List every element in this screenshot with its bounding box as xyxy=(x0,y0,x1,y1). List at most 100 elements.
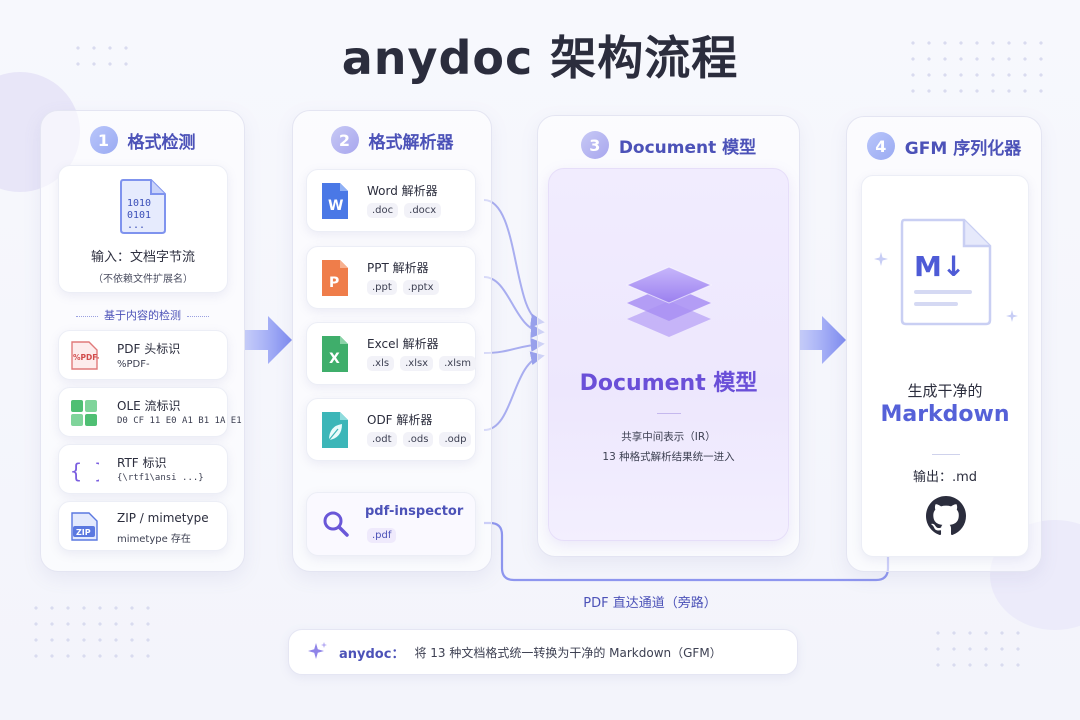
extension-tag: .xlsx xyxy=(400,356,434,371)
step-title: GFM 序列化器 xyxy=(904,138,1022,159)
github-icon[interactable] xyxy=(926,496,966,536)
decor-dots xyxy=(28,600,158,660)
svg-text:W: W xyxy=(328,198,343,214)
parser-title: Word 解析器 xyxy=(367,184,438,198)
svg-text:{ }: { } xyxy=(70,459,99,483)
extension-tags: .odt .ods .odp xyxy=(367,432,472,447)
step-format-detection: 1 格式检测 1010 0101 ... 输入：文档字节流 （不依赖文件扩展名）… xyxy=(40,110,245,572)
parser-title: Excel 解析器 xyxy=(367,337,439,351)
ppt-icon: P xyxy=(322,260,348,296)
input-bytes-card: 1010 0101 ... 输入：文档字节流 （不依赖文件扩展名） xyxy=(58,165,228,293)
svg-text:%PDF-: %PDF- xyxy=(73,353,99,362)
step-number: 2 xyxy=(330,126,359,154)
layers-icon xyxy=(625,266,713,337)
word-icon: W xyxy=(322,183,348,219)
step-number: 3 xyxy=(580,131,609,159)
document-model-panel: Document 模型 共享中间表示（IR） 13 种格式解析结果统一进入 xyxy=(548,168,789,541)
markdown-caption: 生成干净的 xyxy=(907,382,983,400)
ole-grid-icon xyxy=(71,400,97,426)
extension-tags: .xls .xlsx .xlsm xyxy=(367,356,476,371)
svg-text:M↓: M↓ xyxy=(914,250,965,283)
markdown-file-icon: M↓ xyxy=(900,218,992,326)
excel-icon: X xyxy=(322,336,348,372)
svg-text:ZIP: ZIP xyxy=(76,528,91,537)
content-detection-label: 基于内容的检测 xyxy=(41,307,244,323)
page-title: anydoc 架构流程 xyxy=(341,31,739,85)
step-title: Document 模型 xyxy=(618,137,757,158)
step-header: 3 Document 模型 xyxy=(538,130,799,160)
detector-detail: {\rtf1\ansi ...} xyxy=(117,473,204,483)
decor-dots xyxy=(905,35,1045,95)
footer-brand: anydoc： xyxy=(339,646,405,662)
detector-title: RTF 标识 xyxy=(117,456,167,470)
extension-tag: .pptx xyxy=(402,280,439,295)
arrow-model-to-serializer xyxy=(800,316,846,364)
step-number: 1 xyxy=(89,126,118,154)
input-note: （不依赖文件扩展名） xyxy=(93,274,193,285)
detector-title: OLE 流标识 xyxy=(117,399,181,413)
sparkle-icon xyxy=(874,252,888,266)
step-format-parsers: 2 格式解析器 W Word 解析器 .doc .docx P PPT 解析器 … xyxy=(292,110,492,572)
sparkle-icon xyxy=(1006,310,1018,322)
step-header: 1 格式检测 xyxy=(41,125,244,155)
step-title: 格式检测 xyxy=(127,132,196,153)
document-model-desc-2: 13 种格式解析结果统一进入 xyxy=(602,451,735,463)
step-header: 2 格式解析器 xyxy=(293,125,491,155)
parser-link-ppt xyxy=(483,276,545,339)
detector-zip: ZIP ZIP / mimetype mimetype 存在 xyxy=(58,501,228,551)
divider xyxy=(657,413,681,414)
parser-link-odf xyxy=(483,351,545,431)
step-document-model: 3 Document 模型 Document 模型 共享中间表示（IR） 13 … xyxy=(537,115,800,557)
step-gfm-serializer: 4 GFM 序列化器 M↓ 生成干净的 Markdown 输出：.md xyxy=(846,116,1042,572)
extension-tag: .odt xyxy=(367,432,397,447)
extension-tags: .ppt .pptx xyxy=(367,280,439,295)
detector-rtf: { } RTF 标识 {\rtf1\ansi ...} xyxy=(58,444,228,494)
svg-text:0101: 0101 xyxy=(127,210,151,221)
braces-icon: { } xyxy=(70,459,99,483)
parser-title: ODF 解析器 xyxy=(367,413,433,427)
svg-text:...: ... xyxy=(127,220,145,231)
detector-pdf-header: %PDF- PDF 头标识 %PDF- xyxy=(58,330,228,380)
markdown-heading: Markdown xyxy=(880,402,1010,427)
detector-title: ZIP / mimetype xyxy=(117,511,209,525)
svg-text:P: P xyxy=(329,275,339,291)
sparkle-icon xyxy=(308,642,327,659)
arrow-detect-to-parse xyxy=(245,316,292,364)
detector-detail: mimetype 存在 xyxy=(117,534,191,545)
parser-title: PPT 解析器 xyxy=(367,261,429,275)
svg-text:1010: 1010 xyxy=(127,198,151,209)
footer-text: 将 13 种文档格式统一转换为干净的 Markdown（GFM） xyxy=(414,645,722,660)
parser-word: W Word 解析器 .doc .docx xyxy=(306,169,476,232)
detector-title: PDF 头标识 xyxy=(117,342,181,356)
zip-icon: ZIP xyxy=(71,512,98,541)
parser-ppt: P PPT 解析器 .ppt .pptx xyxy=(306,246,476,309)
parser-excel: X Excel 解析器 .xls .xlsx .xlsm xyxy=(306,322,476,385)
input-label: 输入：文档字节流 xyxy=(90,250,195,265)
step-header: 4 GFM 序列化器 xyxy=(847,131,1041,161)
document-model-heading: Document 模型 xyxy=(579,371,758,396)
extension-tags: .doc .docx xyxy=(367,203,442,218)
step-title: 格式解析器 xyxy=(368,132,454,153)
decor-dots xyxy=(930,625,1030,675)
parser-link-word xyxy=(483,199,545,328)
extension-tag: .xlsm xyxy=(439,356,476,371)
divider xyxy=(932,454,960,455)
pdf-header-icon: %PDF- xyxy=(71,341,99,370)
markdown-output-card: M↓ 生成干净的 Markdown 输出：.md xyxy=(861,175,1029,557)
detector-ole: OLE 流标识 D0 CF 11 E0 A1 B1 1A E1 xyxy=(58,387,242,437)
step-number: 4 xyxy=(866,132,895,160)
extension-tag: .docx xyxy=(404,203,442,218)
extension-tag: .ods xyxy=(402,432,434,447)
extension-tag: .pdf xyxy=(367,528,397,543)
extension-tag: .doc xyxy=(367,203,399,218)
detector-detail: D0 CF 11 E0 A1 B1 1A E1 xyxy=(117,416,242,426)
parser-odf: ODF 解析器 .odt .ods .odp xyxy=(306,398,476,461)
decor-dots xyxy=(70,40,130,70)
binary-file-icon: 1010 0101 ... xyxy=(120,179,166,234)
document-model-desc-1: 共享中间表示（IR） xyxy=(621,431,716,443)
detector-detail: %PDF- xyxy=(117,359,150,370)
extension-tag: .ppt xyxy=(367,280,397,295)
magnifier-icon xyxy=(323,511,349,537)
parser-link-excel xyxy=(483,337,545,354)
footer-summary: anydoc： 将 13 种文档格式统一转换为干净的 Markdown（GFM） xyxy=(288,629,798,675)
